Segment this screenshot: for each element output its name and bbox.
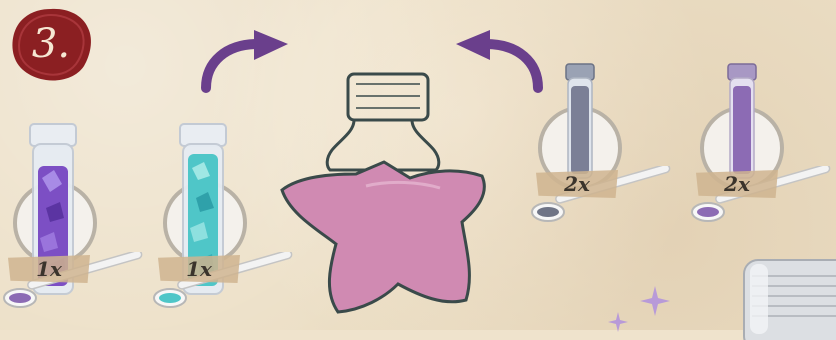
sparkle-icon [608, 312, 628, 332]
quantity-label: 1x [158, 255, 240, 283]
bottle-cap-icon [736, 250, 836, 340]
sparkle-icon [640, 286, 670, 316]
quantity-label: 1x [8, 255, 90, 283]
step-number: 3. [8, 6, 94, 82]
star-bottle-icon [270, 70, 500, 332]
quantity-label: 2x [696, 170, 778, 198]
quantity-label: 2x [536, 170, 618, 198]
